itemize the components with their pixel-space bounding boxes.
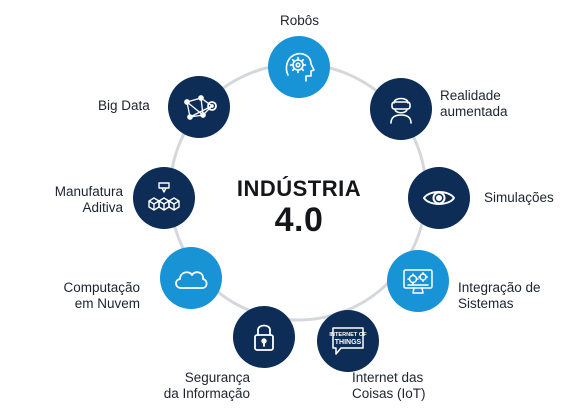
center-title: INDÚSTRIA 4.0 (229, 176, 369, 240)
node-internet-das-coisas: INTERNET OF THINGS (317, 310, 379, 372)
padlock-icon (247, 319, 281, 355)
node-computacao-em-nuvem (160, 247, 222, 309)
monitor-gears-icon (399, 262, 437, 300)
label-big-data: Big Data (98, 98, 150, 113)
node-simulacoes (408, 167, 470, 229)
node-robos (268, 36, 330, 98)
node-manufatura-aditiva (133, 167, 195, 229)
network-graph-icon (179, 88, 219, 126)
3d-printer-cubes-icon (144, 179, 184, 217)
cloud-icon (171, 261, 211, 295)
internet-of-things-icon: INTERNET OF THINGS (328, 323, 368, 359)
center-title-line1: INDÚSTRIA (236, 176, 362, 201)
label-robos: Robôs (280, 13, 320, 28)
label-simulacoes: Simulações (484, 190, 554, 205)
vr-headset-person-icon (383, 91, 419, 127)
iot-icon-text-2: THINGS (335, 339, 362, 346)
iot-icon-text-1: INTERNET OF (329, 332, 367, 338)
node-realidade-aumentada (370, 78, 432, 140)
robot-head-gear-icon (281, 49, 317, 85)
node-seguranca-da-informacao (233, 306, 295, 368)
node-big-data (168, 76, 230, 138)
node-integracao-de-sistemas (387, 250, 449, 312)
eye-icon (420, 179, 458, 217)
center-title-line2: 4.0 (274, 201, 324, 239)
